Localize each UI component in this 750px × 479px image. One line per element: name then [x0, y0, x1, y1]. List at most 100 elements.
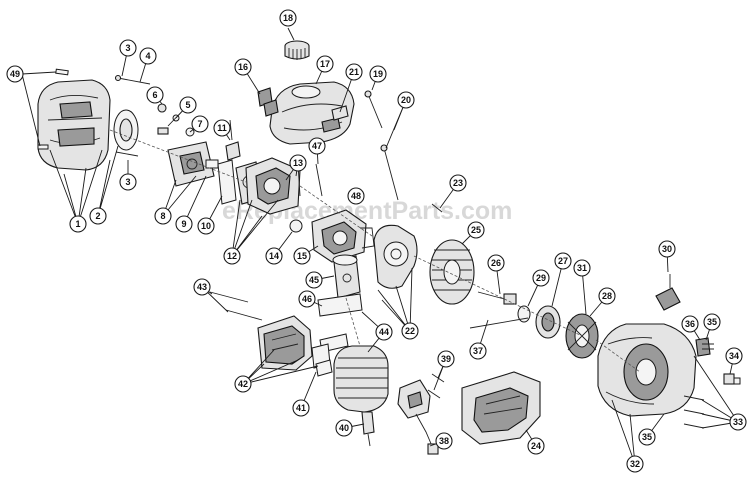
callout-8: 8 — [154, 207, 172, 225]
svg-text:12: 12 — [227, 251, 237, 261]
callout-40: 40 — [335, 419, 353, 437]
svg-text:32: 32 — [630, 459, 640, 469]
callout-38: 38 — [435, 432, 453, 450]
fan-shroud-part — [373, 224, 418, 289]
callout-3-lower: 3 — [119, 173, 137, 191]
svg-text:22: 22 — [405, 326, 415, 336]
svg-text:29: 29 — [536, 273, 546, 283]
callout-36: 36 — [681, 315, 699, 333]
callout-45: 45 — [305, 271, 323, 289]
callout-44: 44 — [375, 323, 393, 341]
svg-text:35: 35 — [642, 432, 652, 442]
fuel-cap-part — [284, 40, 310, 60]
screws-part-33 — [683, 395, 705, 429]
callout-42: 42 — [234, 375, 252, 393]
svg-text:40: 40 — [339, 423, 349, 433]
callout-12: 12 — [223, 247, 241, 265]
starter-handle-part — [655, 274, 681, 311]
carburetor-part — [167, 141, 219, 187]
muffler-part — [257, 315, 313, 371]
callout-25: 25 — [467, 221, 485, 239]
callout-47: 47 — [308, 137, 326, 155]
svg-text:48: 48 — [351, 191, 361, 201]
svg-text:36: 36 — [685, 319, 695, 329]
svg-text:4: 4 — [145, 51, 150, 61]
svg-text:16: 16 — [238, 62, 248, 72]
fuel-line-part-16 — [257, 87, 279, 117]
svg-text:44: 44 — [379, 327, 389, 337]
callout-20: 20 — [397, 91, 415, 109]
callout-32: 32 — [626, 455, 644, 473]
long-bolts-19-20 — [364, 90, 399, 201]
callout-11: 11 — [213, 119, 231, 137]
svg-text:45: 45 — [309, 275, 319, 285]
callout-30: 30 — [658, 240, 676, 258]
callout-15: 15 — [293, 247, 311, 265]
svg-text:25: 25 — [471, 225, 481, 235]
callout-16: 16 — [234, 58, 252, 76]
svg-text:31: 31 — [577, 263, 587, 273]
svg-text:8: 8 — [160, 211, 165, 221]
callout-19: 19 — [369, 65, 387, 83]
svg-text:5: 5 — [185, 100, 190, 110]
callout-23: 23 — [449, 174, 467, 192]
svg-text:3: 3 — [125, 43, 130, 53]
screw-part-23 — [431, 203, 443, 213]
gasket-part-41 — [311, 343, 333, 377]
callout-13: 13 — [289, 154, 307, 172]
engine-cover-part — [461, 371, 541, 445]
svg-text:42: 42 — [238, 379, 248, 389]
filter-element-part — [113, 109, 139, 151]
callout-48: 48 — [347, 187, 365, 205]
callout-10: 10 — [197, 217, 215, 235]
assembly-axis-lines — [109, 129, 641, 373]
callout-35: 35 — [703, 313, 721, 331]
svg-text:21: 21 — [349, 67, 359, 77]
callout-27: 27 — [554, 252, 572, 270]
crankcase-part — [245, 157, 301, 215]
svg-text:1: 1 — [75, 219, 80, 229]
svg-text:41: 41 — [296, 403, 306, 413]
callout-18: 18 — [279, 9, 297, 27]
callout-5: 5 — [179, 96, 197, 114]
washer-part-14 — [289, 219, 303, 233]
callout-2: 2 — [89, 207, 107, 225]
svg-text:7: 7 — [197, 119, 202, 129]
svg-text:14: 14 — [269, 251, 279, 261]
rod-part-37 — [469, 317, 529, 329]
svg-text:18: 18 — [283, 13, 293, 23]
ignition-module-part — [397, 379, 439, 455]
svg-text:37: 37 — [473, 346, 483, 356]
svg-text:38: 38 — [439, 436, 449, 446]
svg-text:46: 46 — [302, 294, 312, 304]
svg-text:43: 43 — [197, 282, 207, 292]
callout-6: 6 — [146, 86, 164, 104]
small-parts-34-35-36 — [695, 337, 741, 385]
callout-31: 31 — [573, 259, 591, 277]
callout-46: 46 — [298, 290, 316, 308]
clutch-part-27 — [535, 305, 561, 339]
screw-part-4 — [114, 74, 151, 85]
piston-part — [317, 254, 363, 317]
callout-29: 29 — [532, 269, 550, 287]
callout-33: 33 — [729, 413, 747, 431]
callout-26: 26 — [487, 254, 505, 272]
svg-text:11: 11 — [217, 123, 227, 133]
shaft-nut-part-26 — [477, 291, 517, 305]
callout-7: 7 — [191, 115, 209, 133]
svg-text:28: 28 — [602, 291, 612, 301]
callout-22: 22 — [401, 322, 419, 340]
callout-14: 14 — [265, 247, 283, 265]
pin-parts-49 — [37, 68, 69, 150]
svg-text:9: 9 — [181, 219, 186, 229]
svg-text:23: 23 — [453, 178, 463, 188]
svg-text:13: 13 — [293, 158, 303, 168]
callout-41: 41 — [292, 399, 310, 417]
svg-text:34: 34 — [729, 351, 739, 361]
svg-text:10: 10 — [201, 221, 211, 231]
spark-plug-part — [361, 411, 375, 447]
svg-text:6: 6 — [152, 90, 157, 100]
starter-housing-part — [597, 323, 697, 417]
